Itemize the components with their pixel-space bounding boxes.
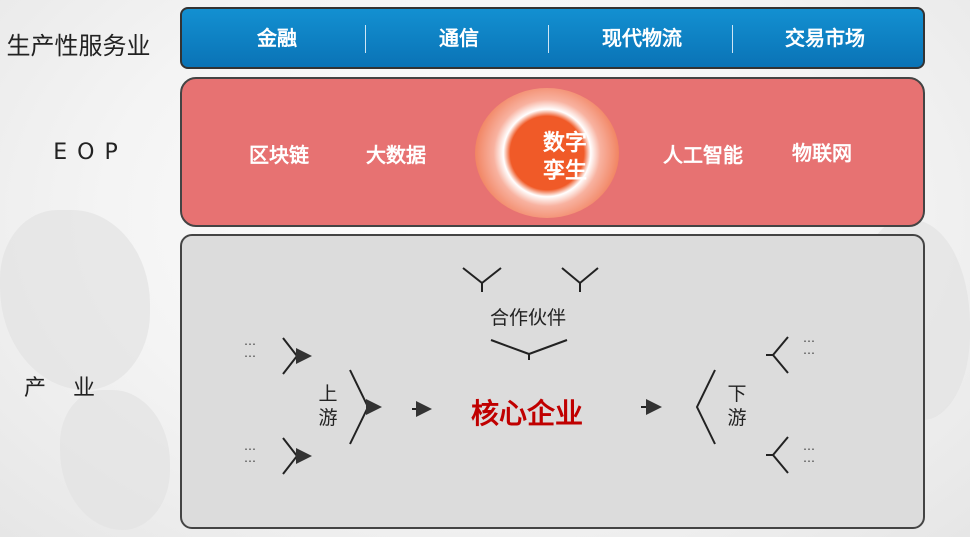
service-telecom: 通信 bbox=[439, 26, 479, 50]
partners-label: 合作伙伴 bbox=[490, 307, 567, 329]
upstream-brace bbox=[349, 369, 378, 445]
downstream-bracket-bottom bbox=[766, 436, 789, 474]
digital-twin-line2: 孪生 bbox=[542, 159, 587, 184]
ellipsis-upstream-top: … … bbox=[244, 335, 257, 359]
separator bbox=[365, 25, 366, 53]
ellipsis: … bbox=[244, 334, 257, 348]
ellipsis: … bbox=[803, 331, 816, 345]
partner-fork-left bbox=[462, 267, 502, 292]
label-productive-services: 生产性服务业 bbox=[6, 32, 151, 60]
ellipsis: … bbox=[803, 451, 816, 465]
downstream-char-1: 下 bbox=[727, 383, 747, 405]
label-industry: 产 业 bbox=[24, 376, 105, 401]
world-map-background bbox=[60, 390, 170, 530]
ellipsis-downstream-top: … … bbox=[803, 332, 816, 356]
tech-blockchain: 区块链 bbox=[249, 143, 309, 167]
digital-twin-circle bbox=[475, 88, 619, 218]
downstream-char-2: 游 bbox=[727, 407, 747, 429]
ellipsis-upstream-bottom: … … bbox=[244, 440, 257, 464]
ellipsis: … bbox=[244, 439, 257, 453]
upstream-label: 上 游 bbox=[318, 382, 338, 430]
downstream-bracket-top bbox=[766, 336, 789, 374]
separator bbox=[732, 25, 733, 53]
ellipsis: … bbox=[244, 451, 257, 465]
ellipsis: … bbox=[803, 343, 816, 357]
tech-iot: 物联网 bbox=[792, 141, 852, 165]
ellipsis-downstream-bottom: … … bbox=[803, 440, 816, 464]
upstream-char-2: 游 bbox=[318, 407, 338, 429]
upstream-bracket-bottom bbox=[282, 437, 308, 475]
label-eop: EOP bbox=[53, 140, 128, 165]
partner-brace bbox=[490, 339, 568, 360]
ellipsis: … bbox=[244, 346, 257, 360]
core-enterprise-label: 核心企业 bbox=[471, 397, 584, 430]
downstream-brace bbox=[695, 369, 716, 445]
separator bbox=[548, 25, 549, 53]
tech-ai: 人工智能 bbox=[663, 143, 743, 167]
industry-band bbox=[180, 234, 925, 529]
service-finance: 金融 bbox=[257, 26, 297, 50]
upstream-bracket-top bbox=[282, 337, 308, 375]
upstream-char-1: 上 bbox=[318, 383, 338, 405]
world-map-background bbox=[0, 210, 150, 390]
digital-twin-label: 数字 孪生 bbox=[520, 130, 610, 186]
service-logistics: 现代物流 bbox=[602, 26, 682, 50]
ellipsis: … bbox=[803, 439, 816, 453]
digital-twin-line1: 数字 bbox=[542, 131, 587, 156]
tech-big-data: 大数据 bbox=[366, 143, 426, 167]
service-exchange-market: 交易市场 bbox=[785, 26, 865, 50]
services-band: 金融 通信 现代物流 交易市场 bbox=[180, 7, 925, 69]
partner-fork-right bbox=[561, 267, 599, 292]
downstream-label: 下 游 bbox=[727, 382, 747, 430]
